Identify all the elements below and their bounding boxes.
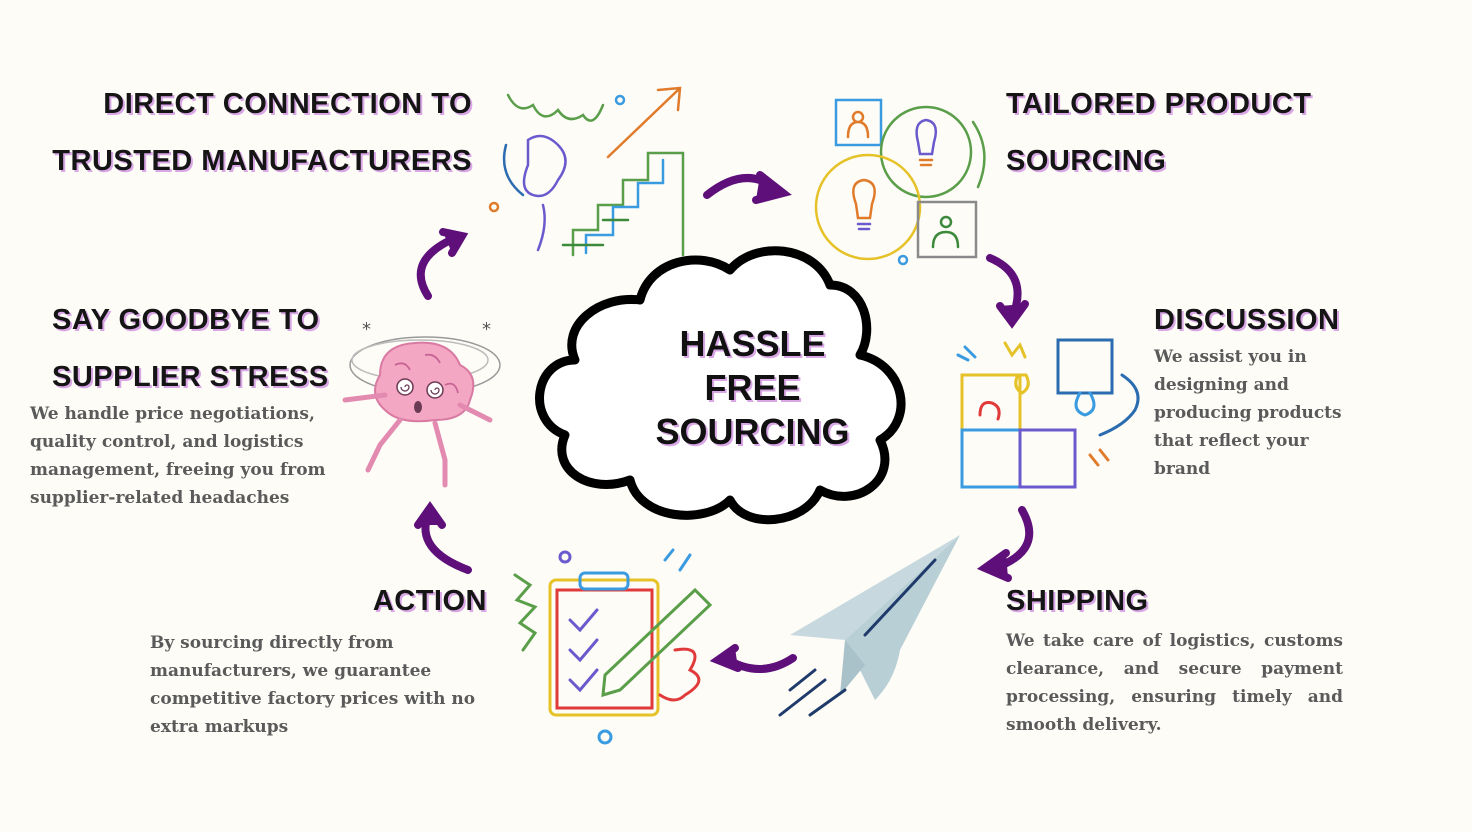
dizzy-brain-icon: * * xyxy=(342,319,501,488)
lightbulb-ideas-icon xyxy=(814,98,986,266)
arrow-down-icon xyxy=(986,254,1029,329)
center-line: HASSLE xyxy=(679,323,826,364)
puzzle-icon xyxy=(956,338,1140,489)
step-discussion-body: We assist you in designing and producing… xyxy=(1154,347,1342,479)
growth-stairs-icon xyxy=(488,86,685,257)
svg-text:*: * xyxy=(362,319,371,340)
step-action-body: By sourcing directly from manufacturers,… xyxy=(150,633,476,737)
checklist-icon xyxy=(513,548,713,745)
title-line: SUPPLIER STRESS xyxy=(52,361,329,393)
step-shipping-body: We take care of logistics, customs clear… xyxy=(1006,631,1343,735)
title-line: SOURCING xyxy=(1006,145,1167,177)
paper-plane-icon xyxy=(778,535,960,717)
title-line: TAILORED PRODUCT xyxy=(1006,88,1312,120)
title-line: DIRECT CONNECTION TO xyxy=(103,88,472,120)
arrow-right-icon xyxy=(703,171,792,204)
step-action-title: ACTION xyxy=(372,585,487,617)
step-direct-connection-title: DIRECT CONNECTION TO TRUSTED MANUFACTURE… xyxy=(52,76,472,190)
arrow-down-icon xyxy=(976,506,1034,582)
arrow-left-icon xyxy=(709,644,797,673)
center-line: SOURCING xyxy=(655,411,850,452)
svg-text:*: * xyxy=(482,319,491,340)
center-line: FREE xyxy=(704,367,801,408)
step-discussion-title: DISCUSSION xyxy=(1154,304,1340,336)
step-supplier-stress-title: SAY GOODBYE TO SUPPLIER STRESS xyxy=(52,292,329,406)
title-line: SAY GOODBYE TO xyxy=(52,304,320,336)
title-line: TRUSTED MANUFACTURERS xyxy=(52,145,472,177)
step-tailored-sourcing-title: TAILORED PRODUCT SOURCING xyxy=(1006,76,1312,190)
arrow-up-icon xyxy=(414,501,472,574)
arrow-up-icon xyxy=(416,228,469,300)
step-shipping-title: SHIPPING xyxy=(1006,585,1149,617)
center-title: HASSLE FREE SOURCING xyxy=(650,322,855,454)
step-supplier-stress-body: We handle price negotiations, quality co… xyxy=(30,404,326,508)
